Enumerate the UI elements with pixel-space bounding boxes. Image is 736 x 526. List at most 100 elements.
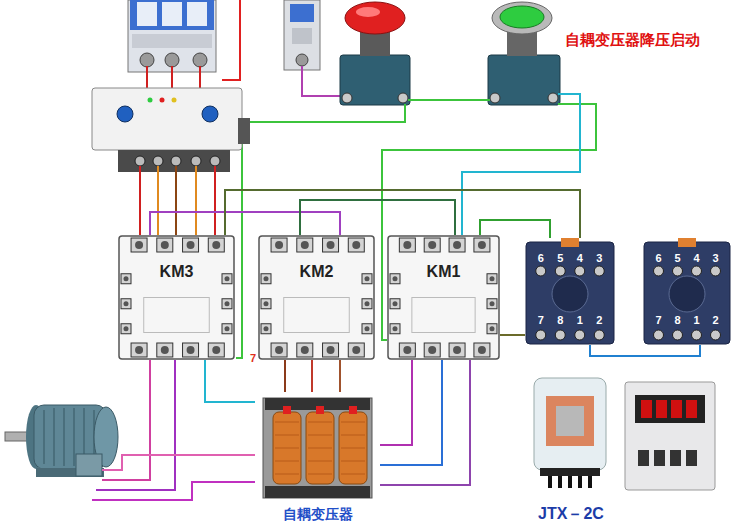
phase-protector (191, 156, 201, 166)
control-wire (462, 94, 580, 235)
single-breaker (290, 4, 314, 22)
relay-picture (558, 476, 562, 488)
title-box: 自耦变压器降压启动 (565, 31, 700, 50)
circuit-breaker (130, 0, 214, 30)
contactor-picture (208, 343, 224, 357)
contactor-picture (449, 343, 465, 357)
single-breaker (296, 54, 308, 66)
protector-wire (195, 166, 197, 235)
phase-protector (238, 118, 250, 144)
socket-picture (575, 330, 585, 340)
contactor-picture (362, 299, 372, 309)
contactor-picture (424, 238, 440, 252)
contactor-picture (124, 276, 129, 281)
contactor-picture (222, 274, 232, 284)
motor-wire (92, 360, 255, 500)
contactor-picture (121, 274, 131, 284)
motor-wire (102, 455, 255, 470)
stop-button (340, 55, 410, 105)
contactor-picture (399, 343, 415, 357)
transformer-node: 自耦变压器 (255, 392, 380, 524)
text-holder: JTX－2C (526, 507, 616, 521)
single-breaker (292, 28, 312, 44)
socket-picture (575, 266, 585, 276)
contactor-picture (157, 238, 173, 252)
transformer-picture (275, 422, 299, 423)
timer (635, 395, 705, 423)
circuit-breaker (162, 2, 182, 26)
supply-wire (199, 66, 201, 90)
pin-number: 6 (655, 251, 661, 265)
pin-number: 1 (577, 313, 583, 327)
socket-picture (673, 330, 683, 340)
socket-picture (673, 266, 683, 276)
transformer-picture (265, 486, 370, 498)
contactor-picture (362, 274, 372, 284)
wire (300, 200, 455, 235)
motor-wire (102, 360, 150, 480)
pin-number: 3 (712, 251, 718, 265)
contactor-picture (301, 241, 309, 249)
relay-picture (534, 378, 606, 470)
socket-picture (536, 330, 546, 340)
socket-picture (526, 242, 614, 344)
contactor-picture (388, 236, 499, 359)
contactor-picture (284, 298, 350, 333)
contactor-picture (327, 346, 335, 354)
stop-button (340, 2, 410, 105)
contactor-picture (428, 346, 436, 354)
contactor-picture (161, 241, 169, 249)
contactor-picture (208, 238, 224, 252)
transformer-picture (275, 461, 299, 462)
socket-picture (692, 266, 702, 276)
contactor-picture (261, 299, 271, 309)
socket-picture (711, 266, 721, 276)
socket-picture (536, 266, 546, 276)
contactor-picture (187, 241, 195, 249)
transformer-picture (349, 406, 357, 414)
phase-protector (118, 150, 230, 172)
phase-protector (202, 106, 218, 122)
transformer-picture (275, 435, 299, 436)
text-holder: KM3 (118, 265, 235, 279)
pin-number: 2 (596, 313, 602, 327)
contactor-picture (399, 238, 415, 252)
pin-number: 3 (596, 251, 602, 265)
contactor-picture (301, 346, 309, 354)
contactor-picture (261, 324, 271, 334)
stop-button (356, 7, 380, 17)
start-button (500, 6, 544, 28)
contactor-picture (124, 301, 129, 306)
pin-number: 8 (674, 313, 680, 327)
circuit-breaker (140, 53, 154, 67)
relay-picture (540, 468, 600, 476)
contactor-picture (453, 241, 461, 249)
circuit-breaker (128, 0, 216, 72)
socket-picture (644, 242, 730, 344)
timer (654, 450, 665, 466)
start-button (490, 93, 500, 103)
contactor-picture (390, 274, 400, 284)
protector-wire (157, 166, 159, 235)
text-holder: KM2 (258, 265, 375, 279)
transformer-picture (341, 422, 365, 423)
motor-wire (92, 482, 255, 500)
contactor-picture (212, 346, 220, 354)
contactor-picture (131, 238, 147, 252)
contactor-picture (135, 241, 143, 249)
socket-picture (678, 238, 696, 247)
contactor-picture (187, 346, 195, 354)
contactor-picture (144, 298, 210, 333)
timer (656, 400, 667, 418)
control-wire (236, 94, 596, 358)
contactor-picture (258, 235, 375, 360)
relay-picture (556, 406, 584, 436)
phase-protector (153, 156, 163, 166)
contactor-picture (222, 299, 232, 309)
text-holder: 65437812 (531, 251, 609, 327)
contactor-picture (412, 298, 475, 333)
relay-picture (588, 476, 592, 488)
contactor-picture (478, 346, 486, 354)
contactor-picture (323, 343, 339, 357)
